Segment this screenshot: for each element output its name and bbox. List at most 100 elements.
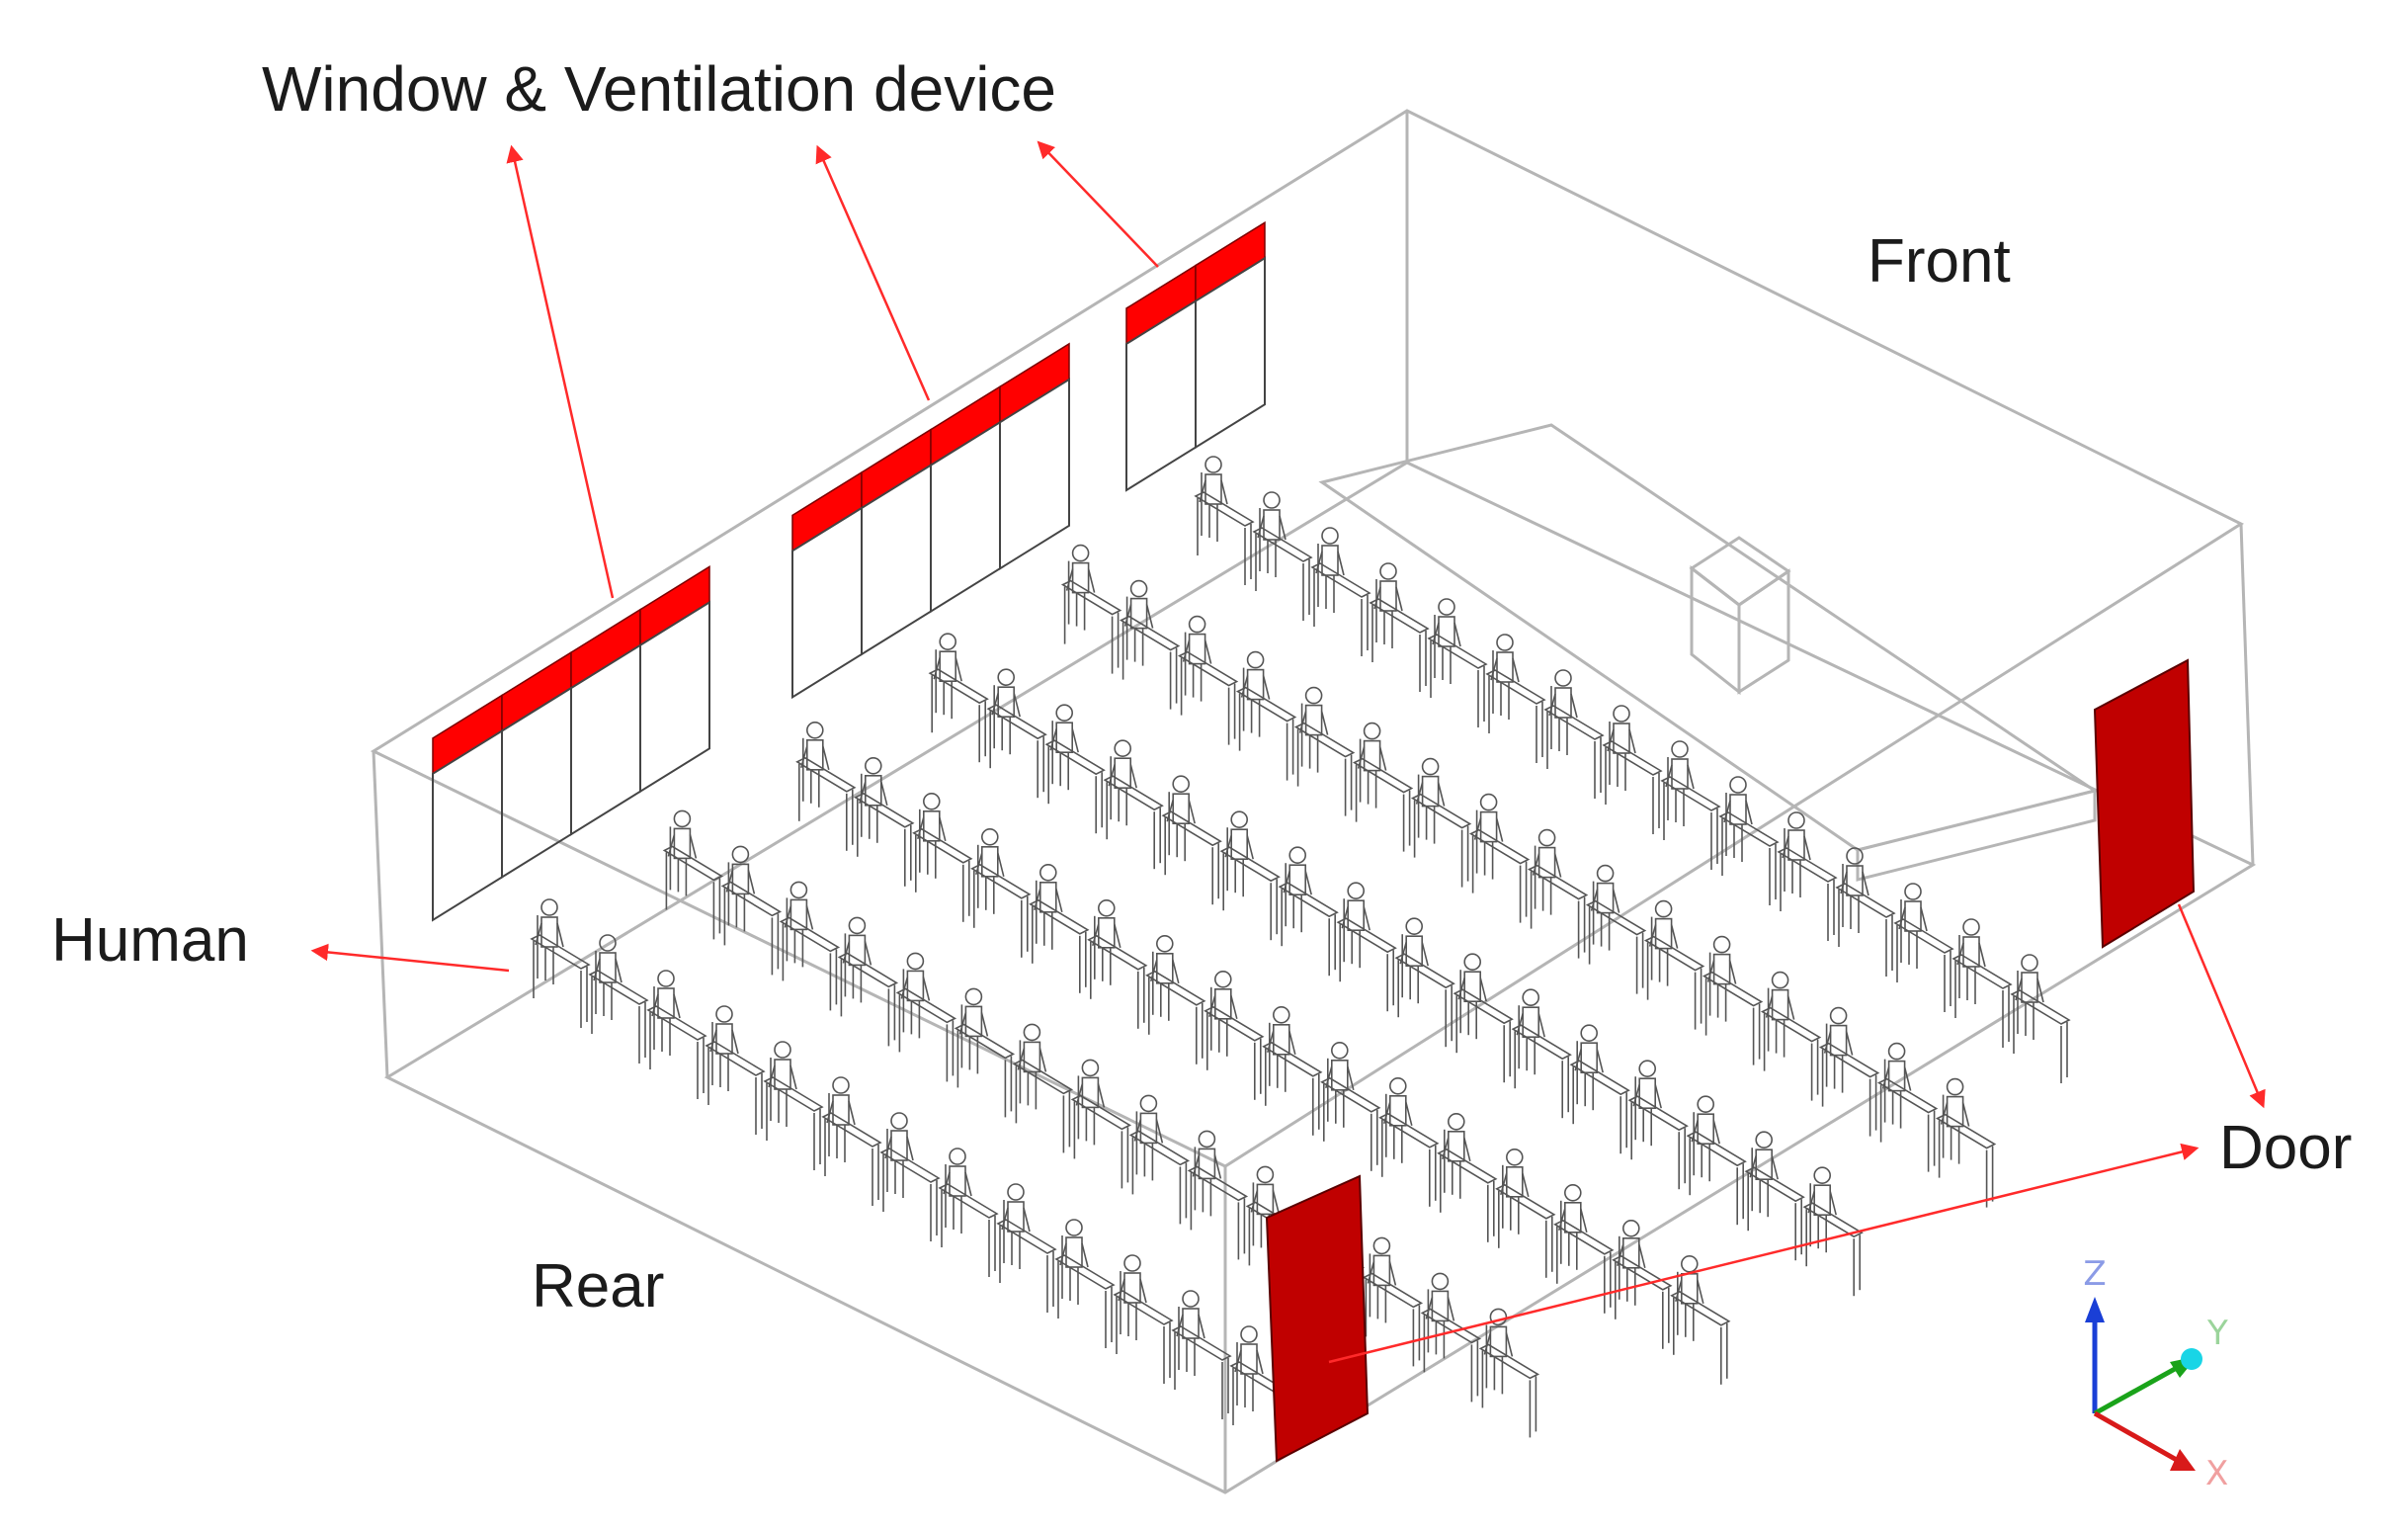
person-arm xyxy=(1378,746,1387,771)
person-head xyxy=(1347,882,1365,900)
person-head xyxy=(964,987,983,1006)
person-arm xyxy=(1133,1119,1142,1142)
person-torso xyxy=(1256,1183,1275,1216)
person-head xyxy=(922,792,941,810)
person-head xyxy=(1039,863,1057,882)
desk-top xyxy=(1686,1131,1747,1167)
seat-with-person xyxy=(954,987,1016,1118)
person-head xyxy=(1139,1094,1158,1113)
seat-with-person xyxy=(928,633,989,763)
seat-with-person xyxy=(854,756,915,887)
person-head xyxy=(949,1148,966,1165)
person-arm xyxy=(1961,1102,1970,1127)
person-head xyxy=(1489,1308,1508,1326)
seat-with-person xyxy=(895,952,957,1082)
seat-with-person xyxy=(1569,1024,1630,1154)
desk-top xyxy=(1553,1219,1615,1255)
person-head xyxy=(1055,704,1073,723)
person-arm xyxy=(1580,1208,1588,1233)
seat-with-person xyxy=(1293,686,1356,816)
person-arm xyxy=(768,1064,776,1088)
person-head xyxy=(1129,579,1148,598)
desk-top xyxy=(720,881,783,917)
person-arm xyxy=(1055,888,1063,912)
person-head xyxy=(540,898,558,916)
person-torso xyxy=(1580,1042,1598,1073)
person-arm xyxy=(1807,1190,1815,1214)
seat-with-person xyxy=(1060,544,1122,674)
person-head xyxy=(1071,544,1090,562)
window-arrow-2 xyxy=(815,144,931,401)
desk-top xyxy=(1394,953,1455,989)
person-arm xyxy=(1267,1030,1275,1054)
person-arm xyxy=(1298,711,1307,733)
person-head xyxy=(1554,669,1572,687)
seat-with-person xyxy=(1378,1077,1440,1207)
person-arm xyxy=(1188,800,1196,824)
person-torso xyxy=(1681,1273,1699,1305)
person-torso xyxy=(980,845,999,878)
seat-with-person xyxy=(1029,863,1090,993)
person-arm xyxy=(1516,1012,1524,1036)
person-torso xyxy=(1554,687,1572,719)
seat-with-person xyxy=(1935,1077,1997,1208)
person-arm xyxy=(784,905,792,928)
person-head xyxy=(1172,775,1190,794)
person-head xyxy=(1448,1113,1465,1131)
human-arrow xyxy=(310,943,510,973)
person-arm xyxy=(2036,978,2044,1003)
person-arm xyxy=(1803,835,1811,861)
person-arm xyxy=(1315,551,1323,574)
seat-row-5 xyxy=(1060,544,1997,1208)
person-arm xyxy=(1505,1332,1514,1357)
seat-with-person xyxy=(1602,705,1663,834)
person-torso xyxy=(1331,1060,1349,1091)
person-head xyxy=(1214,970,1232,988)
person-arm xyxy=(1522,1172,1530,1197)
person-head xyxy=(731,845,750,864)
person-arm xyxy=(615,958,623,983)
person-arm xyxy=(689,834,698,859)
person-head xyxy=(1697,1095,1714,1113)
door-rear xyxy=(1265,1174,1370,1463)
person-torso xyxy=(1188,633,1206,665)
person-arm xyxy=(1246,835,1254,860)
person-arm xyxy=(1728,960,1737,984)
person-arm xyxy=(1071,728,1079,753)
seat-with-person xyxy=(1187,1130,1249,1260)
person-arm xyxy=(880,781,888,806)
seat-with-person xyxy=(646,970,707,1099)
seat-with-person xyxy=(1128,1094,1191,1225)
person-arm xyxy=(1745,800,1753,825)
person-arm xyxy=(800,745,808,769)
person-arm xyxy=(1782,835,1789,859)
room-wireframe xyxy=(370,109,2257,1494)
person-arm xyxy=(1150,959,1158,982)
seat-with-person xyxy=(1802,1166,1864,1297)
person-arm xyxy=(535,922,542,946)
seat-with-person xyxy=(1145,934,1206,1064)
person-arm xyxy=(1304,871,1312,895)
person-arm xyxy=(1697,1279,1704,1304)
person-arm xyxy=(1230,994,1238,1019)
person-torso xyxy=(1522,1006,1539,1039)
person-arm xyxy=(1405,1101,1413,1126)
seat-with-person xyxy=(1070,1059,1132,1189)
person-head xyxy=(715,1005,733,1023)
person-arm xyxy=(709,1029,717,1053)
person-torso xyxy=(939,650,957,683)
person-arm xyxy=(1628,728,1636,754)
person-torso xyxy=(848,934,867,967)
seat-with-person xyxy=(1320,1042,1381,1171)
desk-top xyxy=(779,916,841,953)
seat-with-person xyxy=(795,721,857,851)
person-arm xyxy=(1272,1190,1281,1215)
person-arm xyxy=(1558,1208,1566,1232)
seat-with-person xyxy=(1627,1060,1689,1190)
seat-row-6 xyxy=(1194,456,2071,1083)
person-torso xyxy=(1156,952,1174,984)
person-head xyxy=(1479,793,1498,811)
person-torso xyxy=(1887,1060,1906,1092)
person-arm xyxy=(1500,1172,1508,1196)
desk-top xyxy=(821,1112,882,1148)
